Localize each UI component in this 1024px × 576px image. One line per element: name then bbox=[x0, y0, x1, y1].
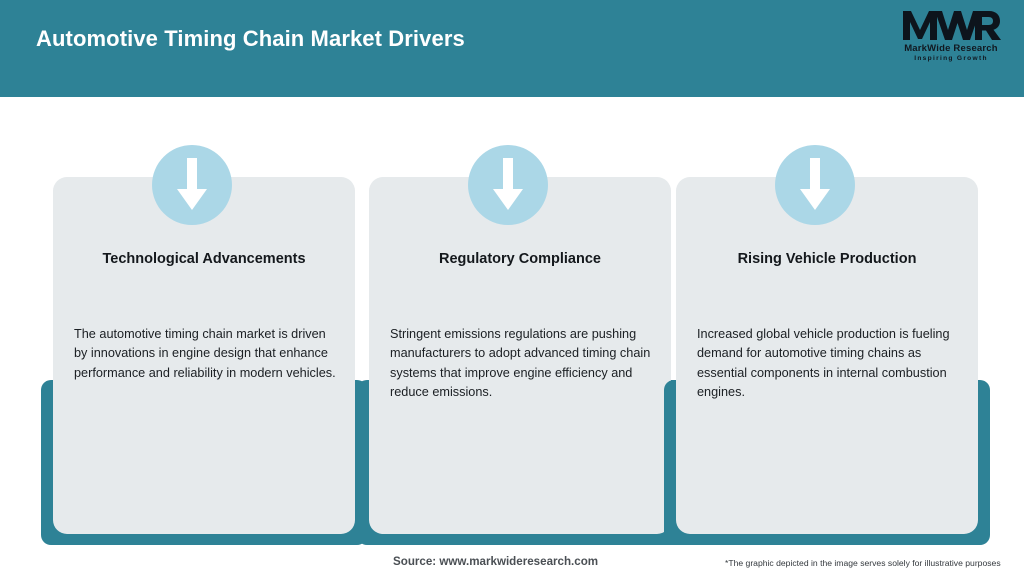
card-icon-circle bbox=[775, 145, 855, 225]
card-body-text: Stringent emissions regulations are push… bbox=[390, 327, 651, 399]
card-title: Regulatory Compliance bbox=[439, 251, 601, 267]
logo-tagline: Inspiring Growth bbox=[914, 55, 988, 62]
down-arrow-icon bbox=[177, 158, 207, 210]
down-arrow-icon bbox=[493, 158, 523, 210]
card-icon-circle bbox=[468, 145, 548, 225]
card-icon-circle bbox=[152, 145, 232, 225]
mwr-monogram-icon bbox=[903, 11, 1001, 40]
logo-company-name: MarkWide Research bbox=[904, 43, 998, 54]
card-title: Rising Vehicle Production bbox=[737, 251, 917, 267]
source-label: Source: www.markwideresearch.com bbox=[393, 555, 599, 568]
down-arrow-icon bbox=[800, 158, 830, 210]
card-title: Technological Advancements bbox=[102, 251, 306, 267]
page-title: Automotive Timing Chain Market Drivers bbox=[36, 26, 465, 51]
card-panel bbox=[676, 177, 978, 534]
brand-logo: MarkWide Research Inspiring Growth bbox=[892, 8, 1010, 70]
header-bar: Automotive Timing Chain Market Drivers M… bbox=[0, 0, 1024, 97]
disclaimer-note: *The graphic depicted in the image serve… bbox=[725, 558, 1001, 568]
card-panel bbox=[53, 177, 355, 534]
card-panel bbox=[369, 177, 671, 534]
card-body-text: The automotive timing chain market is dr… bbox=[74, 327, 336, 380]
card-body-text: Increased global vehicle production is f… bbox=[697, 327, 950, 399]
